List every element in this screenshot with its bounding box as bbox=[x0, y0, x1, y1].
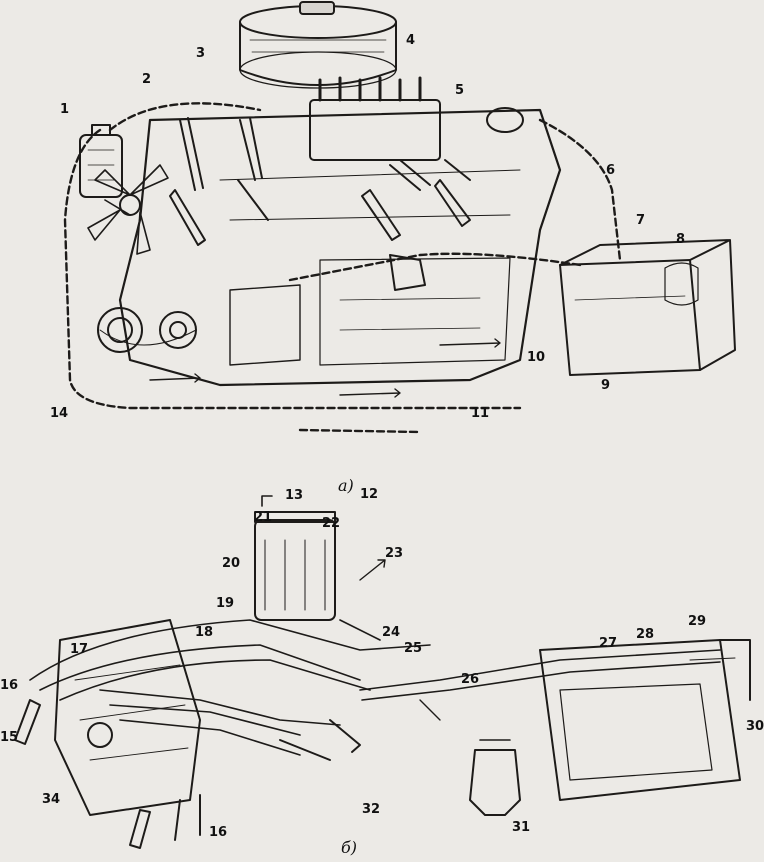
callout-18: 18 bbox=[195, 625, 214, 640]
callout-24: 24 bbox=[382, 625, 401, 640]
callout-16-bottom: 16 bbox=[209, 825, 228, 840]
callout-25: 25 bbox=[404, 641, 423, 656]
callout-1: 1 bbox=[60, 102, 70, 117]
callout-11: 11 bbox=[471, 406, 490, 421]
callout-21: 21 bbox=[254, 510, 273, 525]
callout-28: 28 bbox=[636, 627, 655, 642]
fine-filter-assembly-drawing bbox=[254, 495, 336, 621]
callout-22: 22 bbox=[322, 516, 341, 531]
callout-29: 29 bbox=[688, 614, 707, 629]
caption-b: б) bbox=[341, 838, 358, 857]
callout-23: 23 bbox=[385, 546, 404, 561]
callout-15: 15 bbox=[0, 730, 19, 745]
fuel-pump-drawing bbox=[309, 76, 524, 291]
callout-20: 20 bbox=[222, 556, 241, 571]
callout-4: 4 bbox=[406, 33, 416, 48]
engine-b-drawing bbox=[54, 619, 201, 816]
caption-a: а) bbox=[338, 476, 354, 495]
callout-7: 7 bbox=[636, 213, 646, 228]
callout-2: 2 bbox=[142, 72, 152, 87]
callout-5: 5 bbox=[455, 83, 465, 98]
callout-27: 27 bbox=[599, 636, 618, 651]
fan-drawing bbox=[87, 164, 197, 353]
fuel-tank-b-drawing bbox=[539, 639, 751, 801]
callout-10: 10 bbox=[527, 350, 546, 365]
injectors-drawing bbox=[169, 117, 471, 246]
callout-19: 19 bbox=[216, 596, 235, 611]
callout-13: 13 bbox=[285, 488, 304, 503]
fuel-lines-b-drawing bbox=[29, 619, 721, 756]
callout-9: 9 bbox=[601, 378, 611, 393]
fuel-tank-a-drawing bbox=[559, 239, 736, 376]
flow-arrows bbox=[149, 338, 501, 398]
flow-arrows-b bbox=[359, 559, 441, 721]
callout-8: 8 bbox=[676, 232, 686, 247]
callout-14: 14 bbox=[50, 406, 69, 421]
callout-12: 12 bbox=[360, 487, 379, 502]
coarse-filter-drawing bbox=[79, 124, 123, 198]
callout-6: 6 bbox=[606, 163, 616, 178]
fuel-lines-a-drawing bbox=[63, 102, 622, 434]
callout-26: 26 bbox=[461, 672, 480, 687]
callout-31: 31 bbox=[512, 820, 531, 835]
callout-34: 34 bbox=[42, 792, 61, 807]
callout-3: 3 bbox=[196, 46, 206, 61]
injectors-b-drawing bbox=[14, 699, 361, 849]
callout-16-left: 16 bbox=[0, 678, 19, 693]
engine-block-drawing bbox=[118, 108, 562, 387]
callout-30: 30 bbox=[746, 719, 764, 734]
air-filter-drawing bbox=[239, 1, 397, 89]
filter-31-drawing bbox=[469, 739, 521, 816]
callout-32: 32 bbox=[362, 802, 381, 817]
callout-17: 17 bbox=[70, 642, 89, 657]
